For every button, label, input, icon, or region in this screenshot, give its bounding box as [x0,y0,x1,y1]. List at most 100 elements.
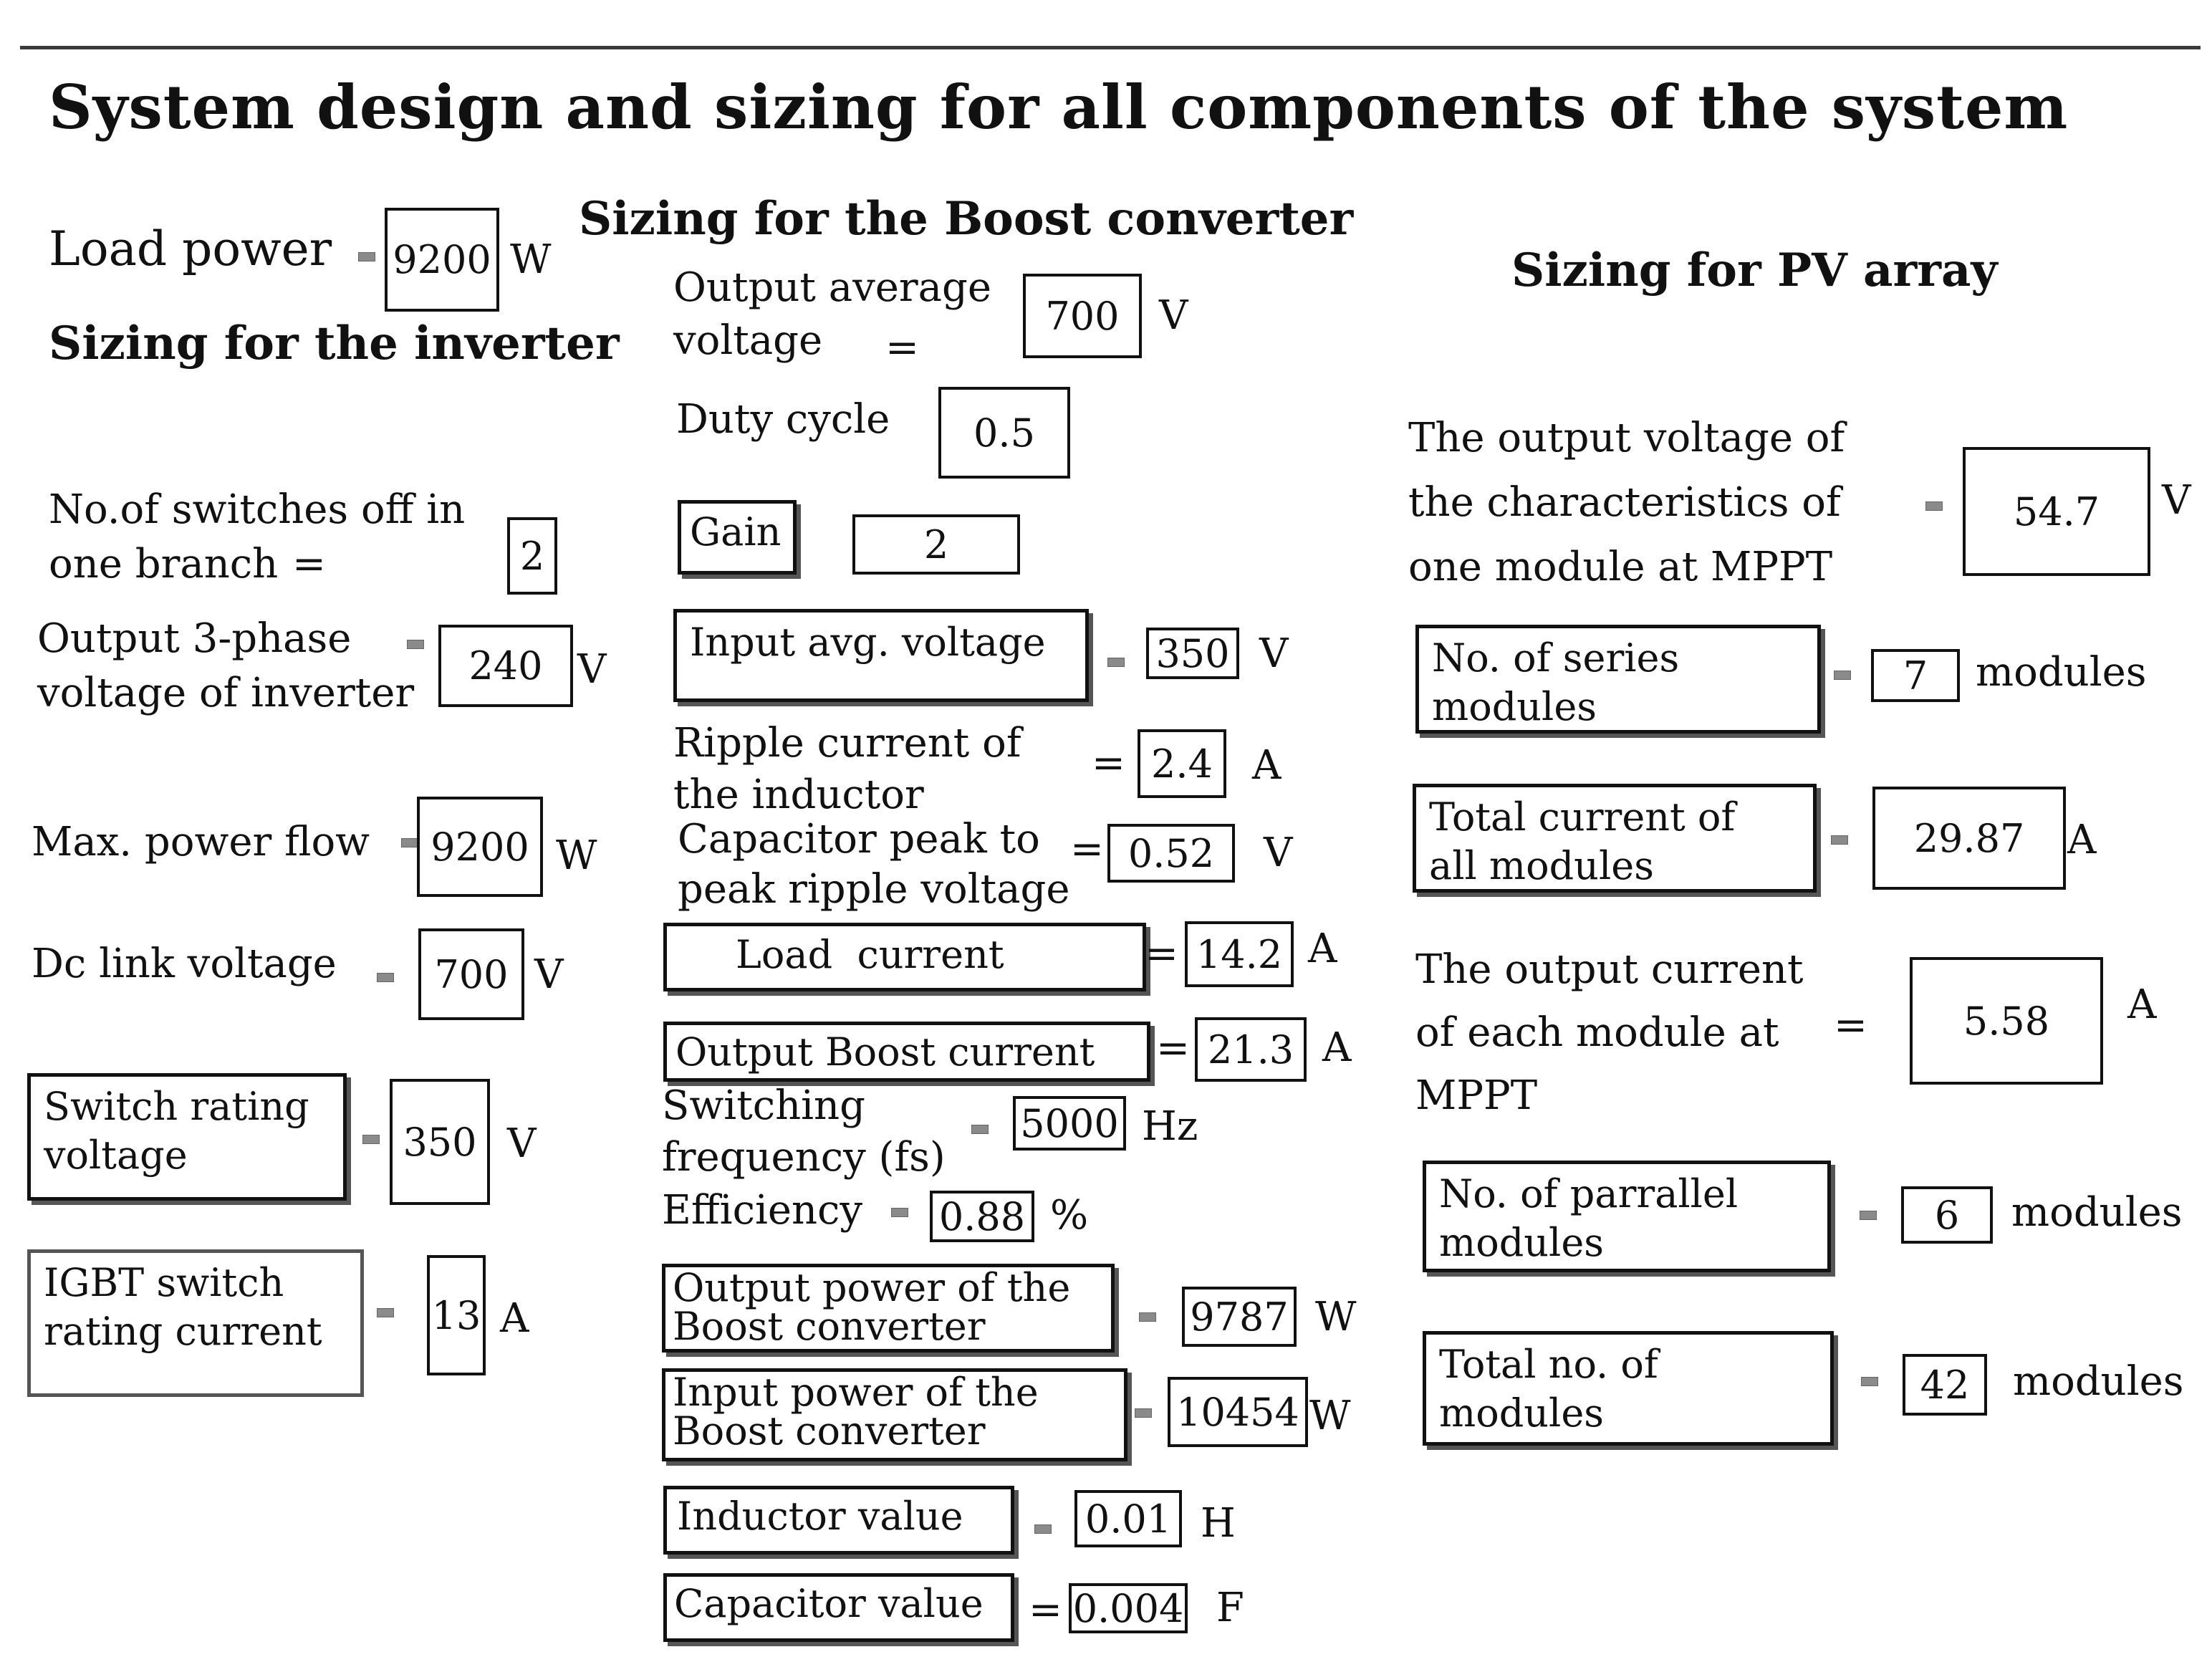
equals-sign [891,1208,908,1217]
dc-link-unit: V [534,951,564,998]
module-voltage-field[interactable]: 54.7 [1963,447,2150,576]
dc-link-label: Dc link voltage [32,941,337,987]
out-avg-field[interactable]: 700 [1023,274,1142,358]
module-current-label-line1: The output current [1415,946,1804,993]
inverter-heading: Sizing for the inverter [49,317,620,370]
out-power-label-box: Output power of the Boost converter [662,1264,1115,1353]
switching-label-line2: frequency (fs) [662,1134,946,1181]
in-power-field[interactable]: 10454 [1168,1377,1308,1447]
total-modules-field[interactable]: 42 [1903,1354,1987,1416]
capacitor-label-box: Capacitor value [663,1573,1014,1642]
dc-link-field[interactable]: 700 [418,928,524,1020]
load-current-field[interactable]: 14.2 [1185,921,1294,987]
equals-sign: = [1092,740,1125,787]
pv-heading: Sizing for PV array [1511,244,1998,297]
switches-off-label-line1: No.of switches off in [49,486,466,533]
module-voltage-unit: V [2162,477,2191,524]
parallel-label-line2: modules [1439,1219,1605,1265]
parallel-label-line1: No. of parrallel [1439,1171,1739,1216]
equals-sign [1107,658,1125,667]
equals-sign [1831,835,1848,845]
duty-label: Duty cycle [676,396,890,443]
cap-ripple-label-line2: peak ripple voltage [678,866,1070,913]
inductor-field[interactable]: 0.01 [1074,1490,1182,1547]
efficiency-field[interactable]: 0.88 [930,1191,1034,1242]
load-power-label: Load power [49,221,332,277]
gain-field[interactable]: 2 [852,514,1020,575]
max-power-field[interactable]: 9200 [417,797,543,897]
inductor-label: Inductor value [677,1494,963,1539]
efficiency-label: Efficiency [662,1187,863,1234]
igbt-field[interactable]: 13 [427,1255,486,1375]
module-current-field[interactable]: 5.58 [1910,957,2103,1085]
equals-sign [1034,1524,1052,1534]
equals-sign: = [885,325,919,371]
equals-sign [1860,1211,1877,1220]
inductor-unit: H [1201,1500,1236,1547]
total-modules-label-line2: modules [1439,1390,1605,1436]
cap-ripple-field[interactable]: 0.52 [1107,824,1235,883]
parallel-field[interactable]: 6 [1901,1186,1993,1244]
switches-off-label-line2: one branch [49,541,279,587]
out-boost-current-label: Output Boost current [675,1029,1095,1075]
igbt-label-box: IGBT switch rating current [27,1249,364,1397]
series-label-line1: No. of series [1432,635,1680,681]
output-voltage-label-line1: Output 3-phase [37,615,352,662]
load-power-field[interactable]: 9200 [385,208,499,312]
igbt-unit: A [500,1295,529,1342]
cap-ripple-unit: V [1264,830,1293,876]
load-current-label: Load current [736,932,1004,977]
module-current-label-line3: MPPT [1415,1072,1538,1119]
duty-field[interactable]: 0.5 [938,387,1070,479]
in-power-unit: W [1309,1393,1351,1439]
in-power-label-box: Input power of the Boost converter [662,1368,1127,1461]
total-modules-label-line1: Total no. of [1439,1342,1658,1387]
out-avg-unit: V [1159,292,1188,339]
igbt-label-line2: rating current [44,1308,322,1354]
output-voltage-field[interactable]: 240 [438,625,573,707]
input-avg-unit: V [1259,630,1289,677]
module-voltage-label-line3: one module at MPPT [1408,544,1833,590]
out-power-label-line1: Output power of the [673,1265,1071,1310]
total-current-field[interactable]: 29.87 [1872,787,2066,890]
parallel-unit: modules [2011,1189,2183,1236]
total-current-unit: A [2067,817,2097,863]
switch-rating-field[interactable]: 350 [390,1079,490,1205]
max-power-label: Max. power flow [32,819,370,865]
switches-off-field[interactable]: 2 [507,517,557,595]
equals-sign [1925,501,1943,511]
load-power-unit: W [510,236,552,283]
out-boost-current-field[interactable]: 21.3 [1195,1017,1307,1082]
total-current-label-line2: all modules [1429,842,1654,888]
series-label-box: No. of series modules [1415,625,1821,734]
switching-label-line1: Switching [662,1082,865,1129]
switch-rating-unit: V [507,1120,537,1167]
boost-heading: Sizing for the Boost converter [579,192,1354,246]
input-avg-field[interactable]: 350 [1146,628,1239,679]
output-voltage-unit: V [577,646,607,693]
series-label-line2: modules [1432,683,1597,729]
equals-sign [358,252,375,261]
max-power-unit: W [556,832,597,879]
equals-sign: = [1070,826,1104,873]
equals-sign [1135,1408,1152,1418]
out-power-field[interactable]: 9787 [1182,1287,1297,1347]
switching-field[interactable]: 5000 [1013,1096,1126,1151]
equals-sign: = [1145,931,1178,977]
ripple-unit: A [1252,742,1281,789]
out-avg-label-line2: voltage [673,317,823,364]
module-voltage-label-line1: The output voltage of [1408,415,1845,461]
parallel-label-box: No. of parrallel modules [1423,1161,1831,1272]
capacitor-field[interactable]: 0.004 [1069,1583,1188,1633]
equals-sign [1861,1377,1878,1386]
series-field[interactable]: 7 [1871,649,1960,702]
equals-sign [407,640,424,649]
module-current-unit: A [2127,981,2157,1028]
equals-sign [1834,671,1851,680]
ripple-field[interactable]: 2.4 [1138,729,1226,798]
equals-sign [377,1308,394,1317]
cap-ripple-label-line1: Capacitor peak to [678,816,1040,863]
capacitor-unit: F [1216,1585,1244,1631]
total-modules-label-box: Total no. of modules [1423,1331,1834,1446]
total-modules-unit: modules [2013,1358,2184,1405]
